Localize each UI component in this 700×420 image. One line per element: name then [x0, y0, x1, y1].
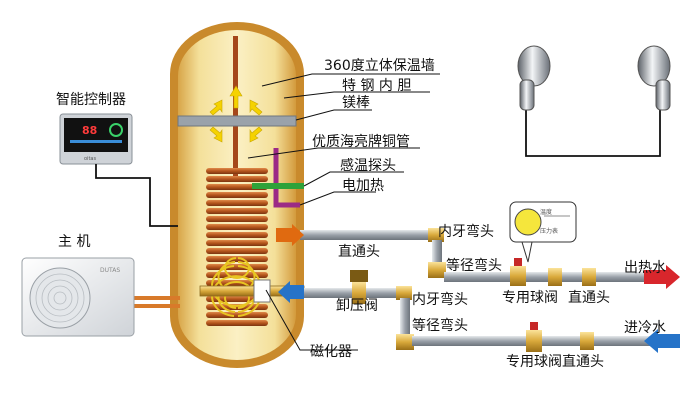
controller-reading: 88 [82, 124, 97, 137]
copper-coil-turn [206, 320, 268, 326]
label-magnesium-rod: 镁棒 [342, 95, 370, 111]
label-special-ball-valve-1: 专用球阀 [502, 290, 558, 306]
magnetizer [253, 279, 271, 303]
copper-coil-turn [206, 200, 268, 206]
label-steel-liner: 特 钢 内 胆 [342, 78, 411, 94]
copper-coil-turn [206, 192, 268, 198]
label-smart-controller: 智能控制器 [56, 92, 126, 108]
controller-brand: oitas [84, 156, 96, 162]
hot-water-out-arrow [644, 265, 680, 289]
hot-outlet-pipe [300, 230, 430, 240]
shower-head-right [637, 45, 671, 111]
gauge-bottom-text: 压力表 [540, 227, 558, 235]
electric-heater-element [273, 148, 300, 208]
shower-head-left [517, 45, 551, 111]
pressure-gauge-callout: 温度 压力表 [509, 201, 577, 263]
inner-thread-elbow-1 [428, 228, 444, 242]
copper-coil-turn [206, 232, 268, 238]
label-special-ball-valve-2: 专用球阀直通头 [506, 353, 604, 370]
label-reducing-elbow-2: 等径弯头 [412, 317, 468, 334]
outdoor-main-unit: DUTAS [21, 257, 135, 337]
label-inner-thread-elbow-1: 内牙弯头 [438, 223, 494, 240]
label-reducing-elbow-1: 等径弯头 [446, 257, 502, 274]
reducing-elbow-1 [428, 262, 446, 278]
gauge-top-text: 温度 [540, 208, 552, 216]
label-cold-water-in: 进冷水 [624, 320, 666, 336]
special-ball-valve-2 [526, 330, 542, 352]
label-straight-joint-1: 直通头 [338, 243, 380, 260]
labels: 360度立体保温墙 特 钢 内 胆 镁棒 优质海亮牌铜管 感温探头 电加热 智能… [56, 58, 666, 370]
label-straight-joint-2: 直通头 [568, 289, 610, 306]
gauge-face [514, 208, 542, 236]
valve-handle-1 [514, 258, 522, 266]
copper-coil-turn [206, 168, 268, 174]
copper-coil-turn [206, 272, 268, 278]
valve-handle-2 [530, 322, 538, 330]
relief-valve [350, 270, 368, 282]
shower-heads [517, 45, 671, 157]
copper-coil-turn [206, 216, 268, 222]
label-main-unit: 主 机 [58, 234, 90, 250]
copper-coil-turn [206, 312, 268, 318]
temperature-probe [252, 183, 304, 189]
refrigerant-line-1 [132, 296, 180, 300]
label-temp-probe: 感温探头 [340, 157, 396, 174]
refrigerant-line-2 [132, 304, 180, 308]
heat-arrows [209, 85, 263, 143]
reducing-elbow-2 [396, 334, 414, 350]
relief-valve-body [352, 282, 366, 304]
label-inner-thread-elbow-2: 内牙弯头 [412, 291, 468, 308]
inner-thread-elbow-2 [396, 286, 412, 300]
unit-brand: DUTAS [100, 267, 120, 274]
label-electric-heater: 电加热 [342, 178, 384, 194]
copper-coil-turn [206, 240, 268, 246]
smart-controller: 88 oitas [59, 113, 178, 227]
label-insulation-wall: 360度立体保温墙 [324, 58, 435, 74]
copper-coil-turn [206, 208, 268, 214]
hot-flow-arrow [276, 224, 304, 246]
cold-riser-pipe [400, 298, 410, 340]
label-hot-water-out: 出热水 [624, 260, 666, 276]
copper-coil-turn [206, 248, 268, 254]
copper-coil-turn [206, 264, 268, 270]
straight-joint-cold [580, 332, 594, 350]
special-ball-valve-1 [510, 266, 526, 286]
cold-flow-arrow [278, 281, 304, 303]
label-relief-valve: 卸压阀 [336, 298, 378, 314]
pipe-network [132, 224, 680, 353]
storage-tank [170, 22, 305, 368]
label-magnetizer: 磁化器 [310, 344, 352, 360]
controller-cable [95, 164, 178, 227]
copper-coil-turn [206, 176, 268, 182]
label-copper-coil: 优质海亮牌铜管 [312, 133, 410, 150]
fan-grille [29, 267, 91, 329]
straight-joint-hot-2 [582, 268, 596, 286]
cold-water-in-arrow [644, 329, 680, 353]
straight-joint-hot [548, 268, 562, 286]
leader-lines [247, 73, 440, 351]
hot-riser-pipe [432, 240, 442, 270]
magnesium-rod [177, 115, 297, 127]
copper-coil-turn [206, 256, 268, 262]
controller-dial-icon [109, 123, 123, 137]
fan-grille-rings [35, 273, 85, 323]
copper-coil-turn [206, 224, 268, 230]
